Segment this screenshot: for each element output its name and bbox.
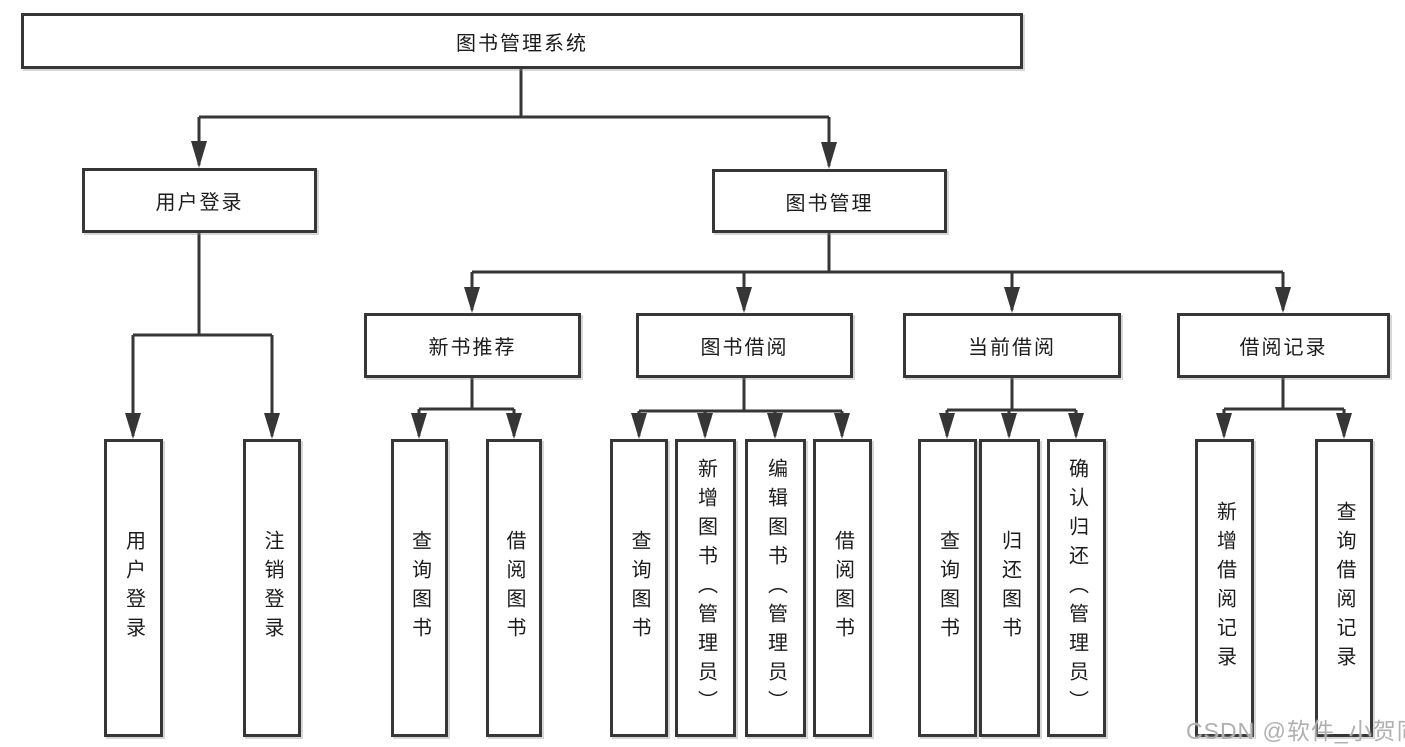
node-label: 新增图书（管理员） <box>694 457 717 719</box>
node-borrow-records: 借阅记录 <box>1177 313 1390 378</box>
node-book-borrowing: 图书借阅 <box>636 313 853 378</box>
node-label: 查询借阅记录 <box>1333 501 1355 675</box>
node-label: 借阅图书 <box>503 530 525 646</box>
node-label: 新书推荐 <box>428 337 517 359</box>
csdn-watermark: CSDN @软件_小贺同学 <box>1186 718 1405 744</box>
leaf-return-books: 归还图书 <box>979 439 1040 737</box>
leaf-borrow-books-recommend: 借阅图书 <box>486 439 542 737</box>
node-label: 当前借阅 <box>968 337 1056 359</box>
leaf-edit-book-admin: 编辑图书（管理员） <box>745 439 806 737</box>
node-new-book-recommend: 新书推荐 <box>364 313 581 378</box>
node-label: 图书管理 <box>785 192 874 215</box>
node-label: 注销登录 <box>261 530 283 646</box>
connector-book-borrowing-to-leaves <box>631 378 850 439</box>
node-label: 新增借阅记录 <box>1213 501 1236 675</box>
leaf-logout: 注销登录 <box>243 439 301 737</box>
node-current-borrowing: 当前借阅 <box>903 313 1121 378</box>
connector-current-borrowing-to-leaves <box>939 378 1084 439</box>
node-label: 查询图书 <box>936 530 959 646</box>
node-label: 查询图书 <box>408 530 431 646</box>
node-label: 图书管理系统 <box>456 32 588 55</box>
node-label: 归还图书 <box>998 530 1021 646</box>
connector-user-login-to-leaves <box>125 233 280 439</box>
leaf-add-borrow-record: 新增借阅记录 <box>1195 439 1254 737</box>
leaf-borrow-books-borrowing: 借阅图书 <box>813 439 872 737</box>
leaf-query-borrow-record: 查询借阅记录 <box>1315 439 1373 737</box>
leaf-query-books-borrowing: 查询图书 <box>610 439 668 737</box>
connector-new-book-recommend-to-leaves <box>411 378 522 439</box>
node-label: 用户登录 <box>155 192 244 214</box>
connector-book-management-to-level3 <box>464 233 1291 313</box>
node-label: 查询图书 <box>628 530 650 646</box>
node-label: 编辑图书（管理员） <box>764 457 787 719</box>
connector-root-to-level2 <box>191 69 837 169</box>
node-root-library-management-system: 图书管理系统 <box>21 13 1023 69</box>
node-label: 图书借阅 <box>700 337 789 359</box>
node-book-management: 图书管理 <box>712 169 947 233</box>
node-label: 借阅记录 <box>1239 337 1328 359</box>
node-label: 确认归还（管理员） <box>1065 457 1088 719</box>
leaf-query-books-current: 查询图书 <box>918 439 977 737</box>
node-user-login: 用户登录 <box>82 168 317 233</box>
connector-borrow-records-to-leaves <box>1216 378 1352 439</box>
node-label: 借阅图书 <box>831 530 854 646</box>
leaf-confirm-return-admin: 确认归还（管理员） <box>1047 439 1106 737</box>
leaf-query-books-recommend: 查询图书 <box>391 439 448 737</box>
node-label: 用户登录 <box>122 530 145 646</box>
leaf-user-login: 用户登录 <box>104 439 163 737</box>
leaf-add-book-admin: 新增图书（管理员） <box>675 439 736 737</box>
